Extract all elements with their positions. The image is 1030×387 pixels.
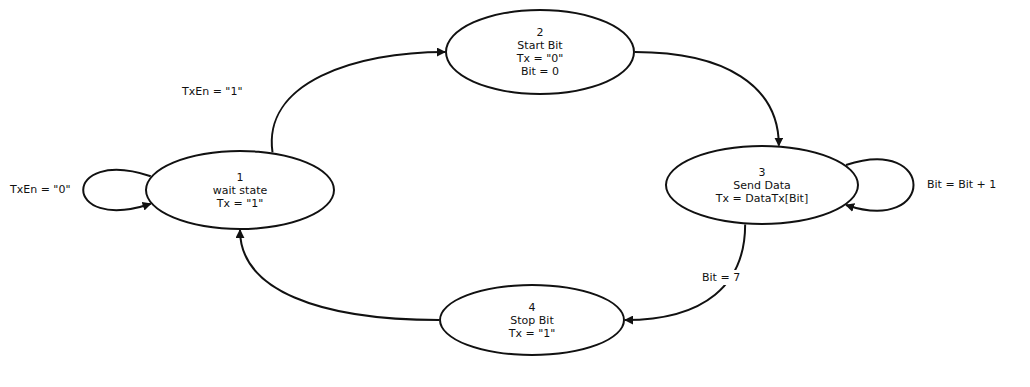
state-text: Stop Bit: [510, 314, 553, 327]
state-ellipse: 1wait stateTx = "1": [145, 150, 335, 230]
state-text: Send Data: [733, 179, 790, 192]
transition-arrow: [240, 230, 439, 320]
transition-arrow: [83, 170, 151, 210]
state-text: Bit = 0: [521, 65, 559, 78]
state-text: Tx = "1": [217, 197, 264, 210]
state-text: wait state: [213, 184, 267, 197]
transition-arrow: [635, 52, 779, 146]
state-ellipse: 3Send DataTx = DataTx[Bit]: [665, 145, 859, 225]
state-number: 2: [537, 26, 544, 39]
state-ellipse: 4Stop BitTx = "1": [439, 284, 625, 356]
state-number: 1: [237, 171, 244, 184]
state-text: Tx = "0": [517, 52, 564, 65]
state-ellipse: 2Start BitTx = "0"Bit = 0: [445, 9, 635, 95]
transition-condition: Bit = Bit + 1: [925, 177, 998, 192]
transition-condition: Bit = 7: [700, 270, 742, 285]
state-text: Tx = DataTx[Bit]: [716, 192, 808, 205]
state-number: 3: [759, 166, 766, 179]
state-text: Start Bit: [517, 39, 562, 52]
state-text: Tx = "1": [509, 327, 556, 340]
transition-condition: TxEn = "0": [8, 182, 72, 197]
transition-condition: TxEn = "1": [180, 84, 244, 99]
transition-arrow: [625, 224, 745, 320]
transition-arrow: [272, 52, 445, 152]
state-number: 4: [529, 301, 536, 314]
